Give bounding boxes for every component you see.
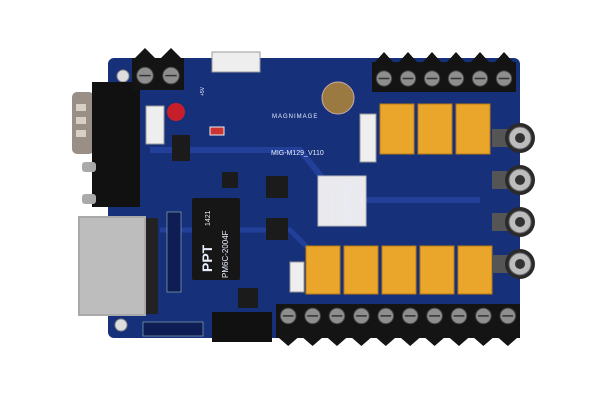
module-brand: MAGNIMAGE (329, 194, 334, 222)
relay (455, 103, 491, 155)
model-silkscreen: MIG-M129_V110 (271, 150, 324, 157)
transformer-part: PM6C-2004F (221, 230, 230, 278)
brand-silkscreen: MAGNIMAGE (272, 114, 318, 120)
pin-header (142, 321, 204, 337)
battery-holder (321, 81, 355, 115)
terminal-block[interactable] (276, 304, 520, 346)
ic-chip (266, 218, 288, 240)
pin-header (166, 211, 182, 293)
transformer-module: PPT 1421 PM6C-2004F (192, 198, 240, 280)
power-connector[interactable] (211, 51, 261, 73)
ic-chip (172, 135, 190, 161)
bnc-connector[interactable] (492, 165, 535, 195)
mount-hole (116, 69, 130, 83)
relay (457, 245, 493, 295)
idc-header[interactable] (212, 312, 272, 342)
jst-connector[interactable] (145, 105, 165, 145)
module-label: LED-MFC80 (343, 179, 352, 224)
terminal-block[interactable] (372, 52, 516, 92)
mfc-module-label: MAGNIMAGE LED-MFC80 (317, 175, 367, 227)
bnc-connector[interactable] (492, 207, 535, 237)
power-silkscreen: +5V (200, 86, 206, 96)
bnc-connector[interactable] (492, 249, 535, 279)
bnc-connector[interactable] (492, 123, 535, 153)
relay (417, 103, 453, 155)
ic-chip (222, 172, 238, 188)
terminal-block[interactable] (132, 48, 184, 90)
transformer-code: 1421 (205, 210, 212, 226)
relay (305, 245, 341, 295)
reset-button[interactable] (209, 126, 225, 136)
mount-hole (114, 318, 128, 332)
pcb-trace (150, 147, 480, 203)
relay (381, 245, 417, 295)
ic-chip (238, 288, 258, 308)
transformer-brand: PPT (199, 244, 215, 272)
ethernet-port[interactable] (78, 216, 158, 316)
capacitor (167, 103, 185, 121)
db9-serial-connector[interactable] (72, 82, 140, 207)
relay (343, 245, 379, 295)
jst-connector[interactable] (359, 113, 377, 163)
relay (379, 103, 415, 155)
jst-connector[interactable] (289, 261, 305, 293)
ic-chip (266, 176, 288, 198)
relay (419, 245, 455, 295)
